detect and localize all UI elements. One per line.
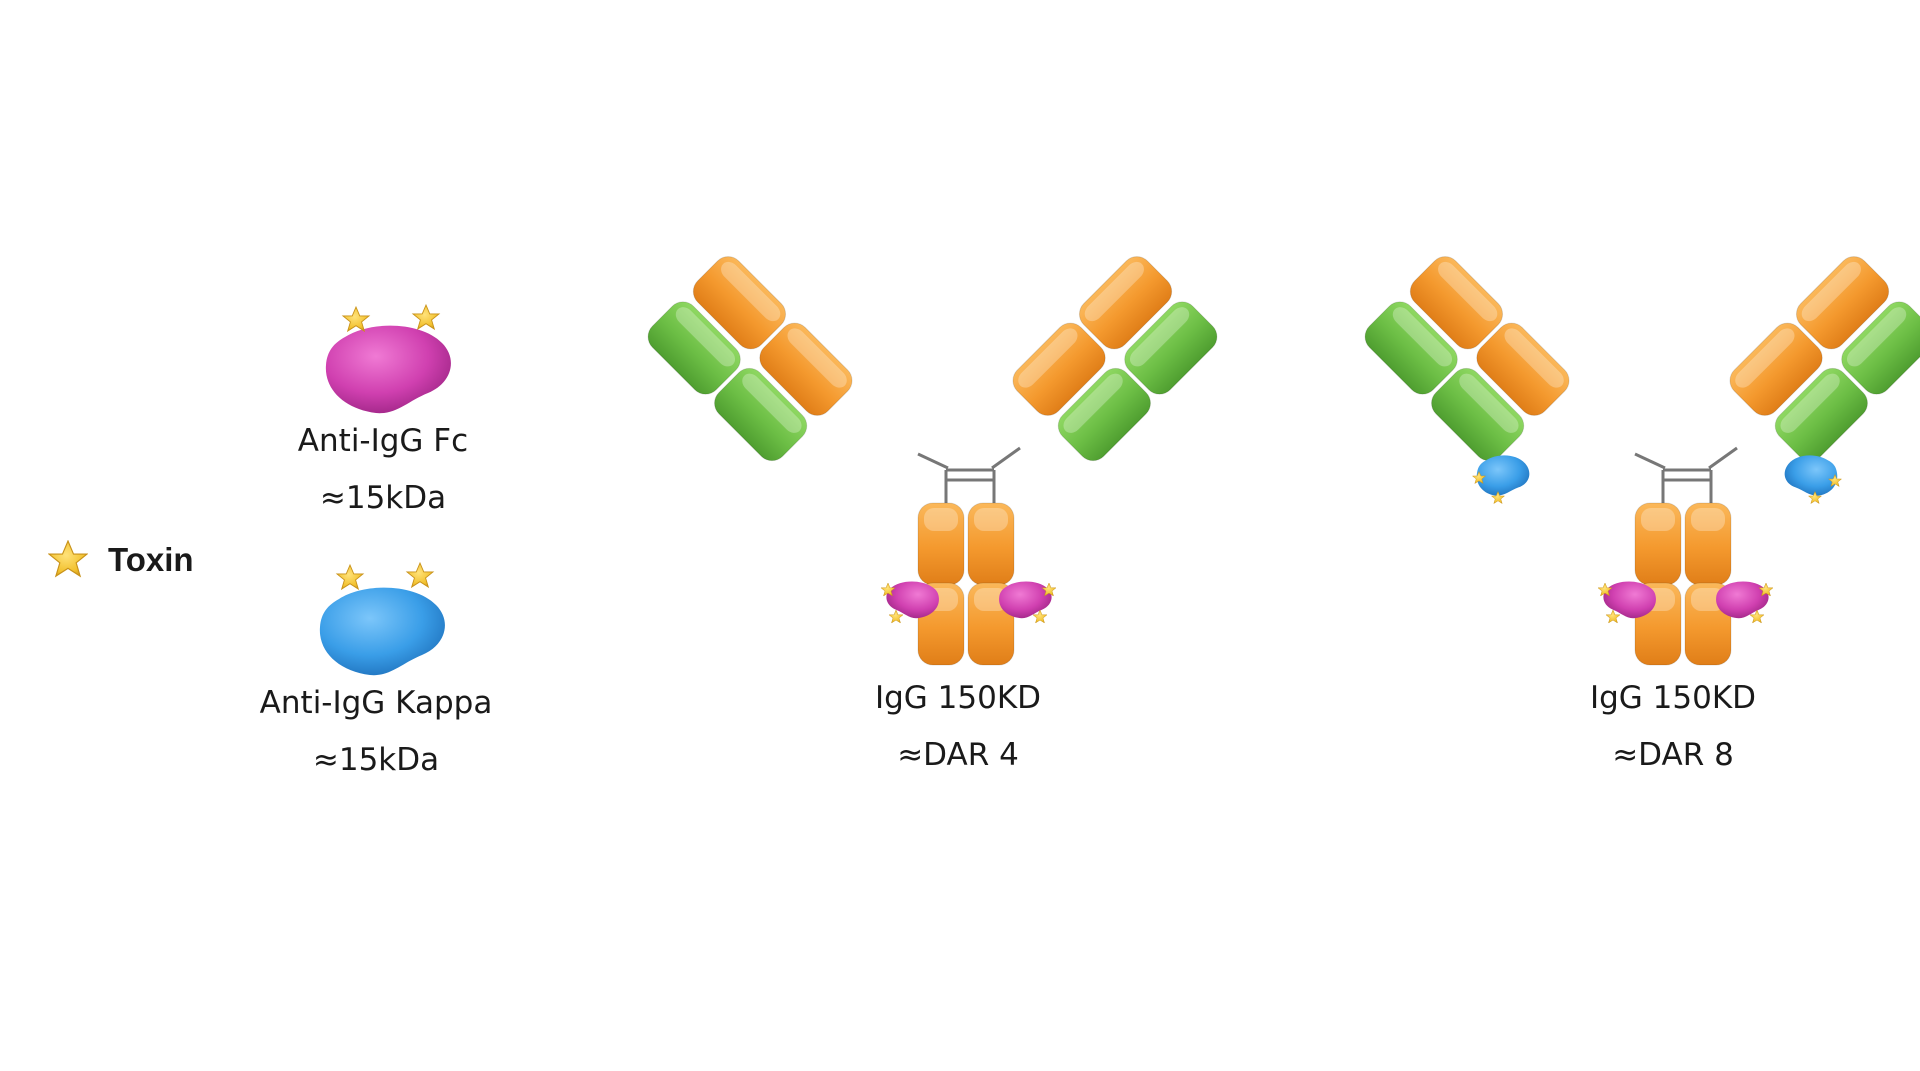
heavy-chain-domain <box>967 502 1015 586</box>
anti-igg-kappa-blob <box>319 587 445 676</box>
heavy-chain-domain <box>1078 256 1173 350</box>
reagent-kappa-mass: ≈15kDa <box>312 742 440 778</box>
antibody-dar8-name: IgG 150KD <box>1589 680 1757 716</box>
fc-region <box>917 502 1015 666</box>
star-icon <box>48 540 88 578</box>
anti-igg-fc-binder <box>1603 581 1656 619</box>
antibody-dar4 <box>647 256 1218 666</box>
heavy-chain-domain <box>692 256 787 350</box>
light-chain-domain <box>647 301 741 395</box>
fc-region <box>1634 502 1732 666</box>
heavy-chain-domain <box>1012 322 1106 416</box>
light-chain-domain <box>714 367 808 462</box>
reagent-fc-mass: ≈15kDa <box>319 480 447 516</box>
antibody-dar4-ratio: ≈DAR 4 <box>897 737 1019 773</box>
heavy-chain-domain <box>1409 256 1504 350</box>
light-chain-domain <box>1774 367 1868 462</box>
left-fab-arm <box>647 256 853 462</box>
hinge-linker <box>1634 446 1738 506</box>
heavy-chain-domain <box>1634 502 1682 586</box>
heavy-chain-domain <box>1795 256 1890 350</box>
anti-igg-fc-binder <box>886 581 939 619</box>
anti-igg-kappa-binder <box>1476 455 1530 496</box>
antibody-dar4-name: IgG 150KD <box>874 680 1042 716</box>
antibody-dar8 <box>1364 256 1920 666</box>
anti-igg-fc-binder <box>1716 581 1769 619</box>
hinge-linker <box>917 446 1021 506</box>
reagent-fc-name: Anti-IgG Fc <box>297 423 469 459</box>
star-icon <box>336 564 364 590</box>
heavy-chain-domain <box>1684 502 1732 586</box>
star-icon <box>406 562 434 588</box>
light-chain-domain <box>1057 367 1151 462</box>
reagent-kappa-name: Anti-IgG Kappa <box>259 685 493 721</box>
star-icon <box>412 304 440 330</box>
left-fab-arm <box>1364 256 1570 462</box>
light-chain-domain <box>1124 301 1218 395</box>
heavy-chain-domain <box>917 502 965 586</box>
star-icon <box>342 306 370 332</box>
light-chain-domain <box>1364 301 1458 395</box>
heavy-chain-domain <box>1476 322 1570 416</box>
anti-igg-fc-blob <box>325 325 451 414</box>
heavy-chain-domain <box>759 322 853 416</box>
light-chain-domain <box>1431 367 1525 462</box>
legend-toxin-label: Toxin <box>108 541 194 578</box>
antibody-dar8-ratio: ≈DAR 8 <box>1612 737 1734 773</box>
right-fab-arm <box>1012 256 1218 462</box>
anti-igg-fc-binder <box>999 581 1052 619</box>
heavy-chain-domain <box>1729 322 1823 416</box>
anti-igg-kappa-binder <box>1784 455 1838 496</box>
right-fab-arm <box>1729 256 1920 462</box>
